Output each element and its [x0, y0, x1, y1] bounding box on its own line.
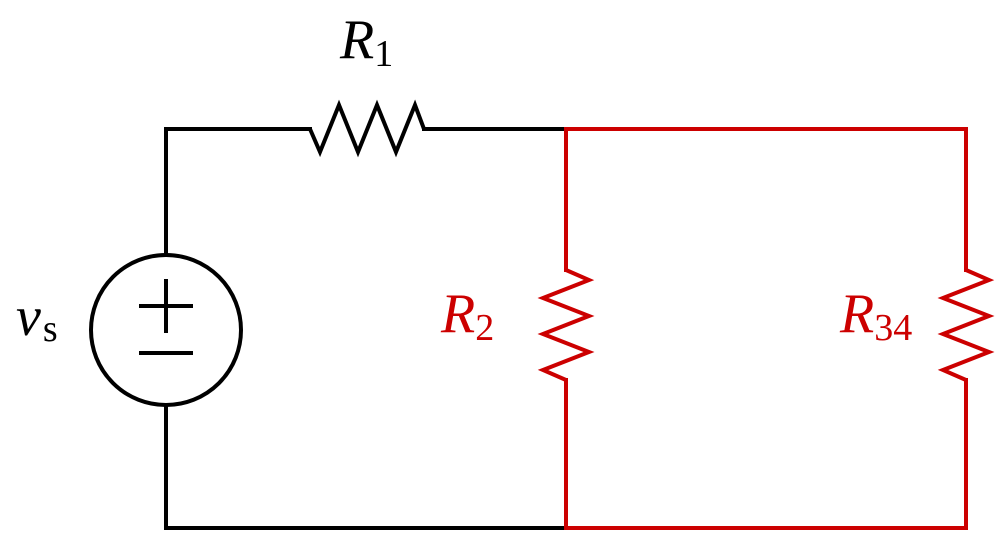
resistor-r2: [537, 268, 595, 382]
resistor-r34: [937, 268, 995, 382]
label-r34: R34: [839, 283, 912, 349]
label-r1: R1: [339, 9, 393, 75]
resistor-r1: [308, 99, 426, 158]
wire-top-left: [164, 127, 312, 257]
voltage-source: [89, 253, 243, 407]
wire-bottom-left: [164, 403, 568, 530]
label-vs: vs: [16, 286, 58, 350]
highlighted-parallel-network: [537, 127, 995, 530]
source-loop: [89, 99, 568, 530]
label-r2: R2: [440, 283, 494, 349]
